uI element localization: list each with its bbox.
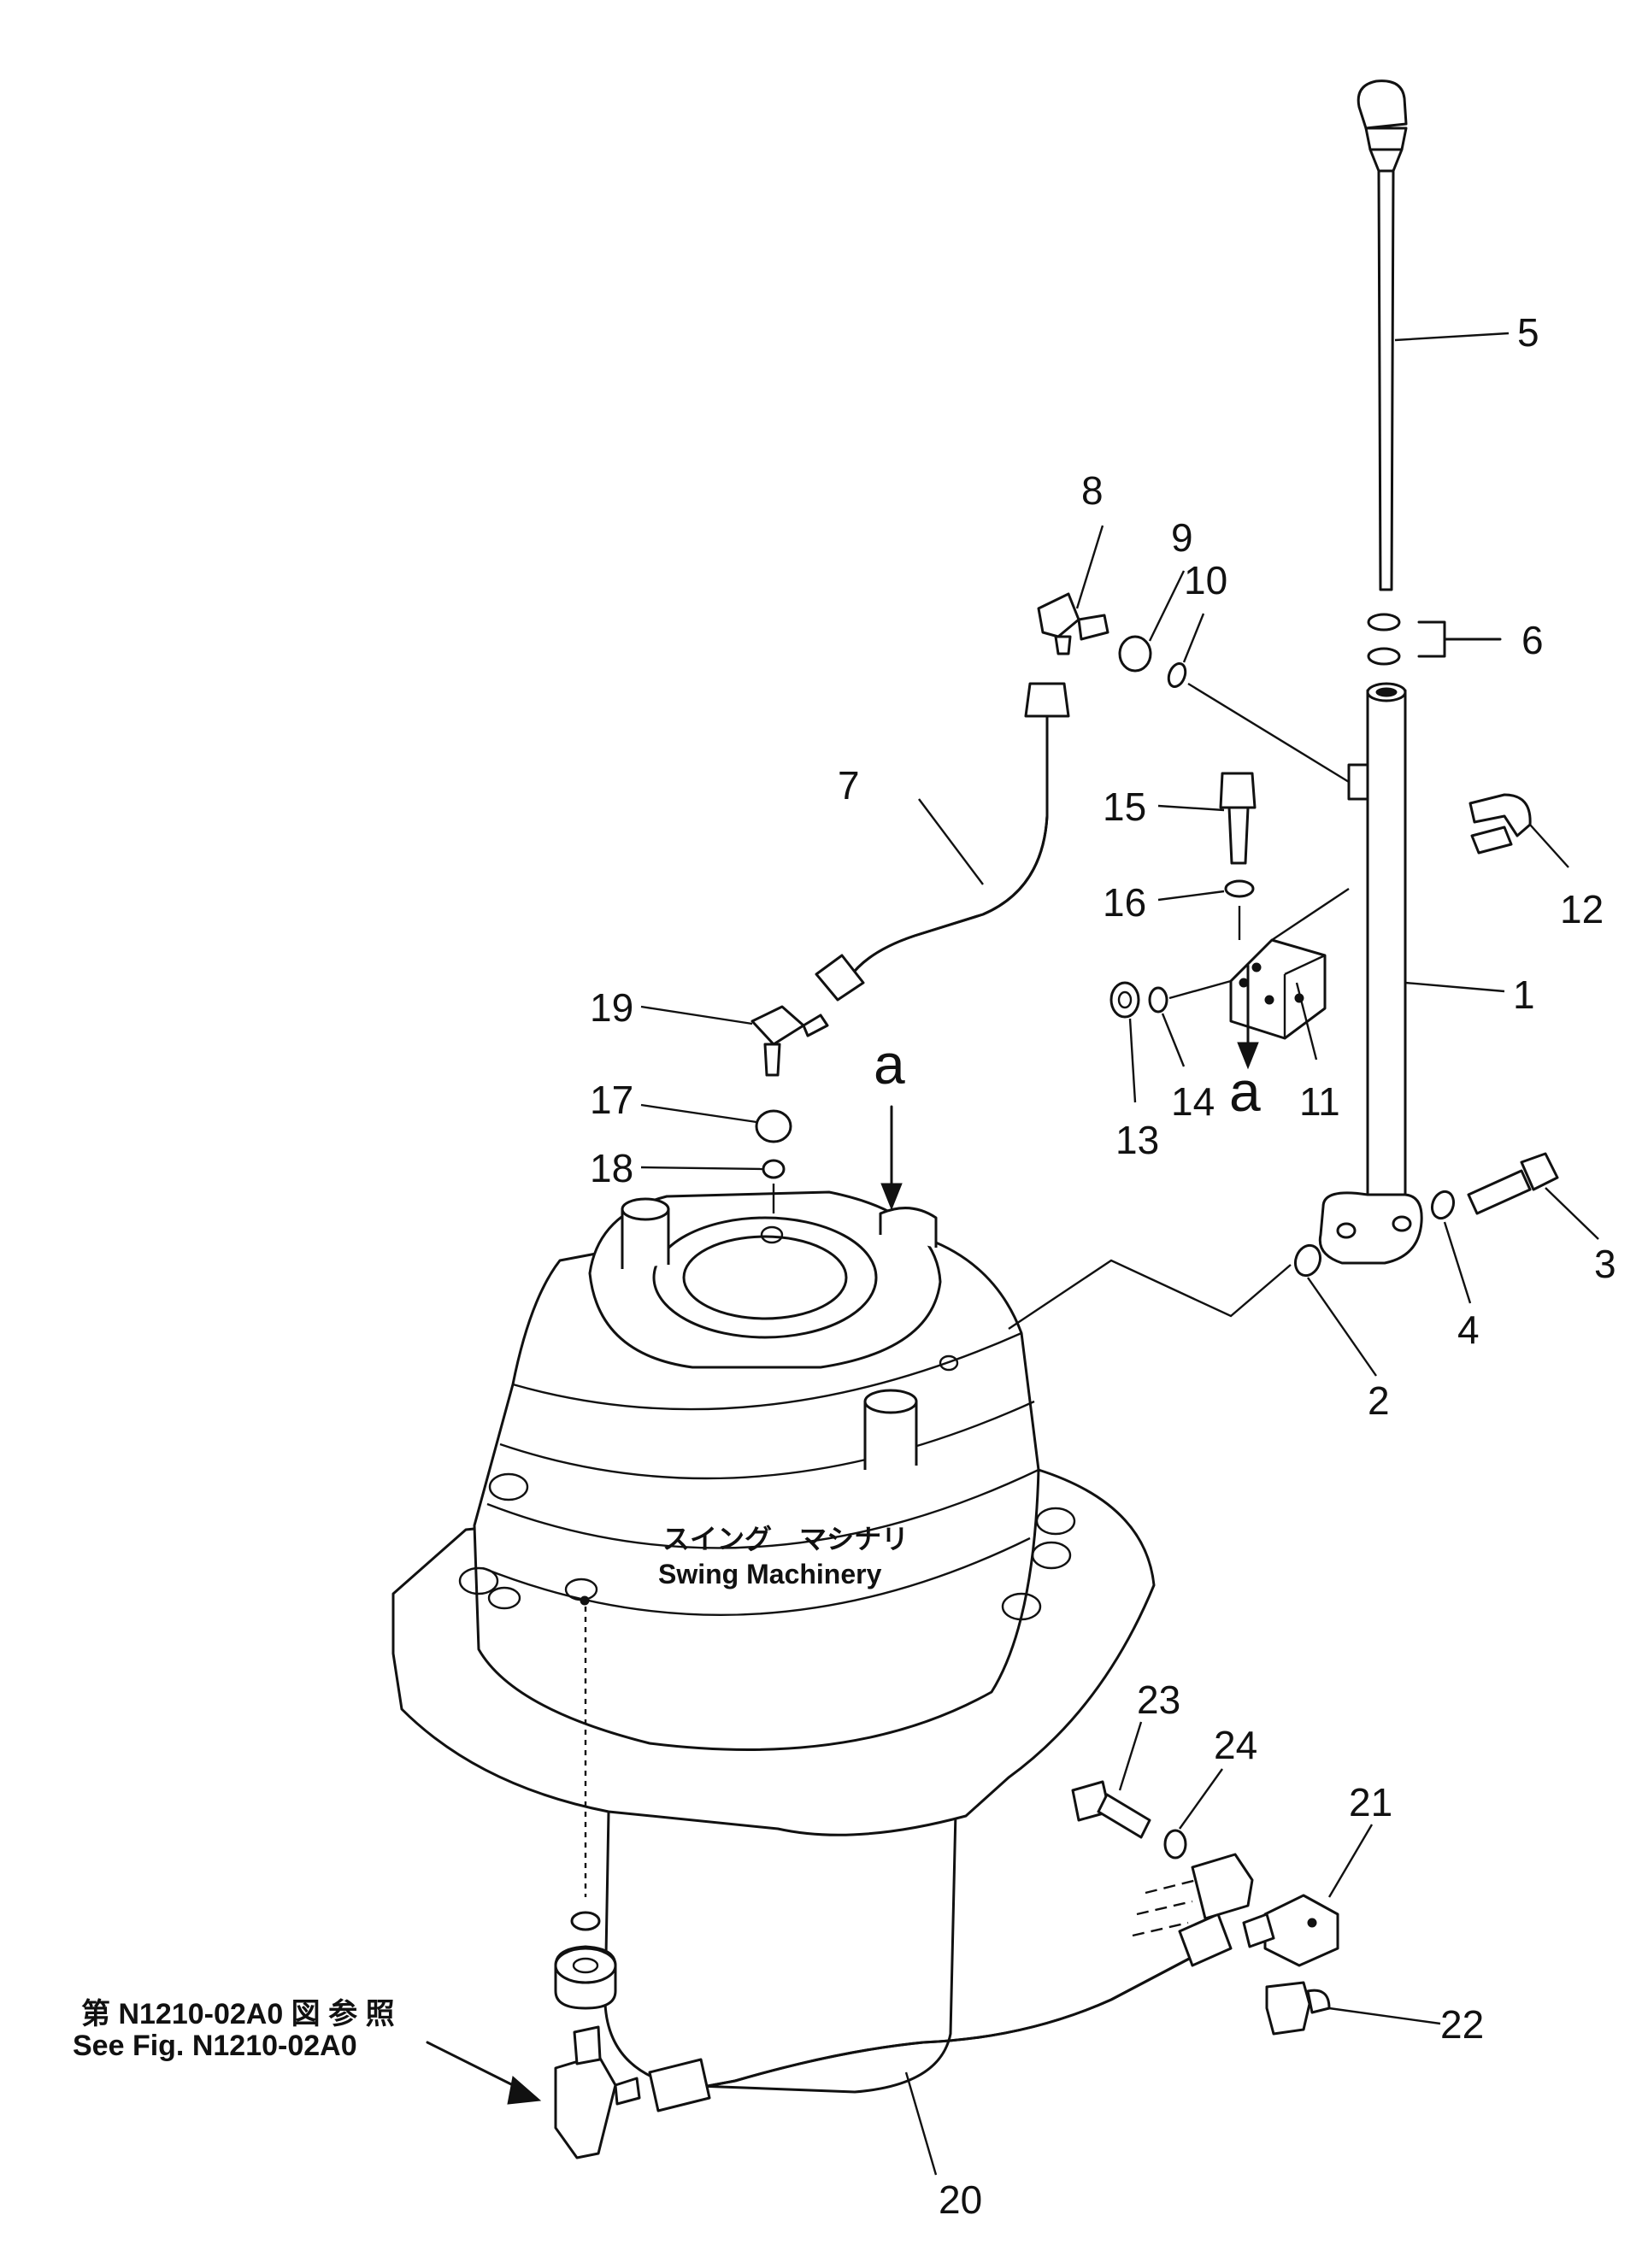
callout-1: 1: [1513, 972, 1535, 1017]
callout-5: 5: [1517, 310, 1539, 355]
callout-8: 8: [1081, 468, 1104, 513]
callout-9: 9: [1171, 515, 1193, 560]
fitting-19: [750, 1005, 829, 1077]
callout-17: 17: [590, 1078, 633, 1122]
callout-13: 13: [1115, 1118, 1159, 1162]
o-ring-6b: [1367, 647, 1401, 666]
callout-labels: 1 2 3 4 5 6 7 8 9 10 11 12 13 14 15 16 1…: [590, 310, 1616, 2222]
callout-16: 16: [1103, 880, 1146, 925]
switch-21: [1242, 1894, 1339, 1967]
washer-24: [1163, 1829, 1187, 1860]
o-ring-10: [1167, 661, 1187, 689]
machinery-label-jp: スイング マシナリ: [662, 1524, 909, 1554]
adapter-lower: [554, 1945, 617, 2010]
o-ring-6a: [1367, 613, 1401, 632]
gauge-tube-part: [1318, 682, 1423, 1265]
washer-16: [1224, 879, 1255, 898]
callout-18: 18: [590, 1146, 633, 1190]
plug-22: [1265, 1981, 1331, 2036]
callout-6: 6: [1521, 618, 1544, 662]
callout-leaders: [640, 332, 1599, 2176]
swing-machinery-housing: [391, 1190, 1292, 2094]
view-marker-a-lower: a: [1229, 1060, 1261, 1123]
nut-17: [755, 1109, 792, 1143]
machinery-label-en: Swing Machinery: [658, 1559, 882, 1589]
dipstick-part: [1357, 79, 1408, 591]
washer-lower: [570, 1911, 601, 1931]
callout-15: 15: [1103, 784, 1146, 829]
bracket-11: [1229, 938, 1327, 1040]
callout-4: 4: [1457, 1307, 1480, 1352]
callout-24: 24: [1214, 1723, 1257, 1767]
callout-11: 11: [1299, 1079, 1340, 1124]
washer-4: [1430, 1190, 1456, 1220]
callout-7: 7: [838, 763, 860, 808]
reference-note-en: See Fig. N1210-02A0: [73, 2030, 357, 2062]
hose-20: [648, 1913, 1233, 2112]
bolt-23: [1071, 1780, 1151, 1839]
elbow-12: [1468, 793, 1532, 855]
o-ring-18: [762, 1159, 786, 1179]
callout-21: 21: [1349, 1780, 1392, 1824]
nut-13: [1109, 981, 1140, 1019]
callout-23: 23: [1137, 1677, 1180, 1722]
callout-12: 12: [1560, 887, 1604, 931]
bolt-15: [1219, 772, 1257, 865]
callout-10: 10: [1184, 558, 1227, 602]
view-marker-a-upper: a: [874, 1032, 905, 1096]
nut-9: [1118, 635, 1152, 673]
tee-fitting-lower: [554, 2025, 641, 2159]
callout-14: 14: [1171, 1079, 1215, 1124]
fitting-8: [1037, 592, 1109, 655]
mount-block: [1191, 1853, 1254, 1920]
callout-3: 3: [1594, 1242, 1616, 1286]
callout-2: 2: [1368, 1378, 1390, 1423]
callout-20: 20: [939, 2177, 982, 2222]
hose-7: [815, 682, 1070, 1002]
o-ring-2: [1293, 1243, 1322, 1278]
callout-22: 22: [1440, 2002, 1484, 2047]
bolt-3: [1467, 1152, 1559, 1215]
callout-19: 19: [590, 985, 633, 1030]
reference-note-jp: 第 N1210-02A0 図 参 照: [81, 1998, 395, 2030]
washer-14: [1148, 986, 1168, 1014]
